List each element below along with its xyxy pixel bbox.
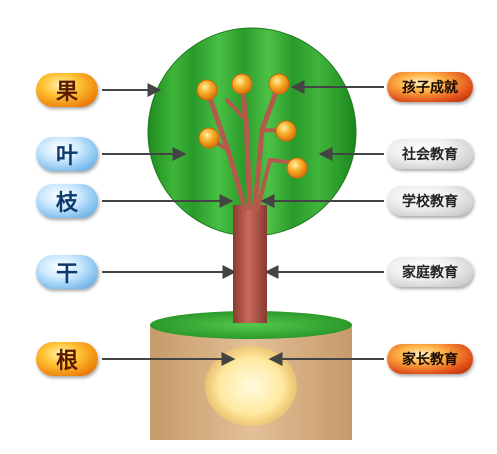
label-school-education: 学校教育 — [387, 186, 473, 216]
soil-block — [150, 311, 352, 440]
label-branch: 枝 — [36, 184, 98, 218]
fruit — [275, 120, 297, 142]
fruit — [198, 127, 220, 149]
label-society-education: 社会教育 — [387, 139, 473, 169]
fruit — [231, 73, 253, 95]
fruit-group — [196, 73, 308, 179]
fruit — [268, 73, 290, 95]
grass-top — [150, 311, 352, 339]
root-glow — [205, 346, 297, 426]
label-parent-education: 家长教育 — [387, 344, 473, 374]
label-leaf: 叶 — [36, 137, 98, 171]
label-trunk: 干 — [36, 255, 98, 289]
label-family-education: 家庭教育 — [387, 257, 473, 287]
fruit — [286, 157, 308, 179]
label-child-success: 孩子成就 — [387, 72, 473, 102]
label-fruit: 果 — [36, 73, 98, 107]
label-root: 根 — [36, 342, 98, 376]
tree-trunk — [233, 205, 267, 323]
fruit — [196, 79, 218, 101]
arrows — [102, 80, 384, 366]
